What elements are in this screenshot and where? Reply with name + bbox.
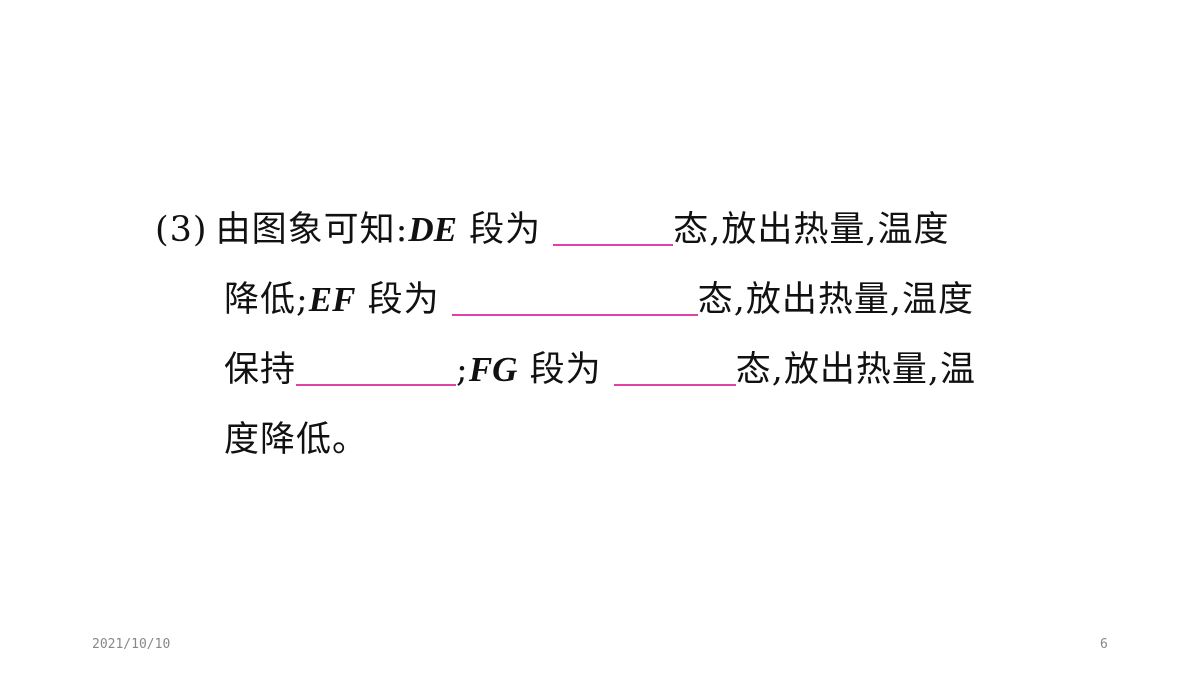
line1-prefix: 由图象可知: — [215, 210, 409, 250]
segment-label-de: DE — [408, 210, 457, 249]
answer-blank-3[interactable] — [296, 350, 457, 386]
question-line-2: 降低;EF 段为 态,放出热量,温度 — [224, 280, 974, 320]
line1-suffix: 态,放出热量,温度 — [673, 210, 950, 250]
line3-suffix: 态,放出热量,温 — [735, 350, 976, 390]
footer-date: 2021/10/10 — [92, 637, 171, 652]
segment-label-fg: FG — [468, 350, 518, 389]
page-number: 6 — [1100, 637, 1108, 652]
line4-text: 度降低。 — [224, 420, 369, 460]
line2-mid: 段为 — [355, 280, 440, 320]
answer-blank-4[interactable] — [613, 350, 736, 386]
question-line-4: 度降低。 — [224, 420, 368, 460]
line3-mid: 段为 — [517, 350, 602, 390]
question-line-1: (3)由图象可知:DE 段为 态,放出热量,温度 — [155, 210, 950, 250]
question-line-3: 保持;FG 段为 态,放出热量,温 — [224, 350, 976, 390]
line3-prefix: 保持 — [224, 350, 297, 390]
line1-mid: 段为 — [457, 210, 542, 250]
line2-prefix: 降低; — [224, 280, 309, 320]
segment-label-ef: EF — [308, 280, 356, 319]
line2-suffix: 态,放出热量,温度 — [697, 280, 975, 320]
answer-blank-1[interactable] — [553, 210, 674, 246]
answer-blank-2[interactable] — [451, 280, 698, 316]
line3-sep: ; — [456, 350, 469, 390]
question-number: (3) — [155, 210, 208, 250]
